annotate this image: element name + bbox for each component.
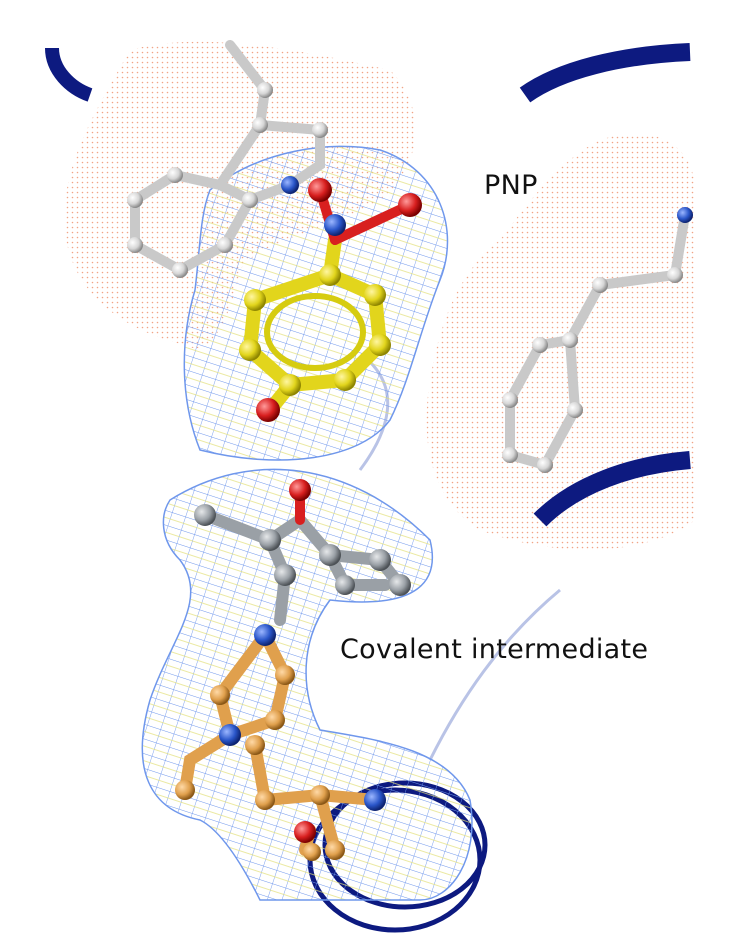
density-mesh-pnp bbox=[183, 145, 449, 461]
label-covalent-intermediate: Covalent intermediate bbox=[340, 634, 649, 665]
phenylalanine-residue bbox=[505, 210, 690, 471]
pnp-molecule bbox=[239, 178, 422, 422]
covalent-intermediate-molecule bbox=[175, 479, 411, 861]
label-pnp: PNP bbox=[484, 170, 538, 201]
phenylalanine-atoms bbox=[502, 207, 693, 473]
tryptophan-atoms bbox=[127, 82, 328, 278]
